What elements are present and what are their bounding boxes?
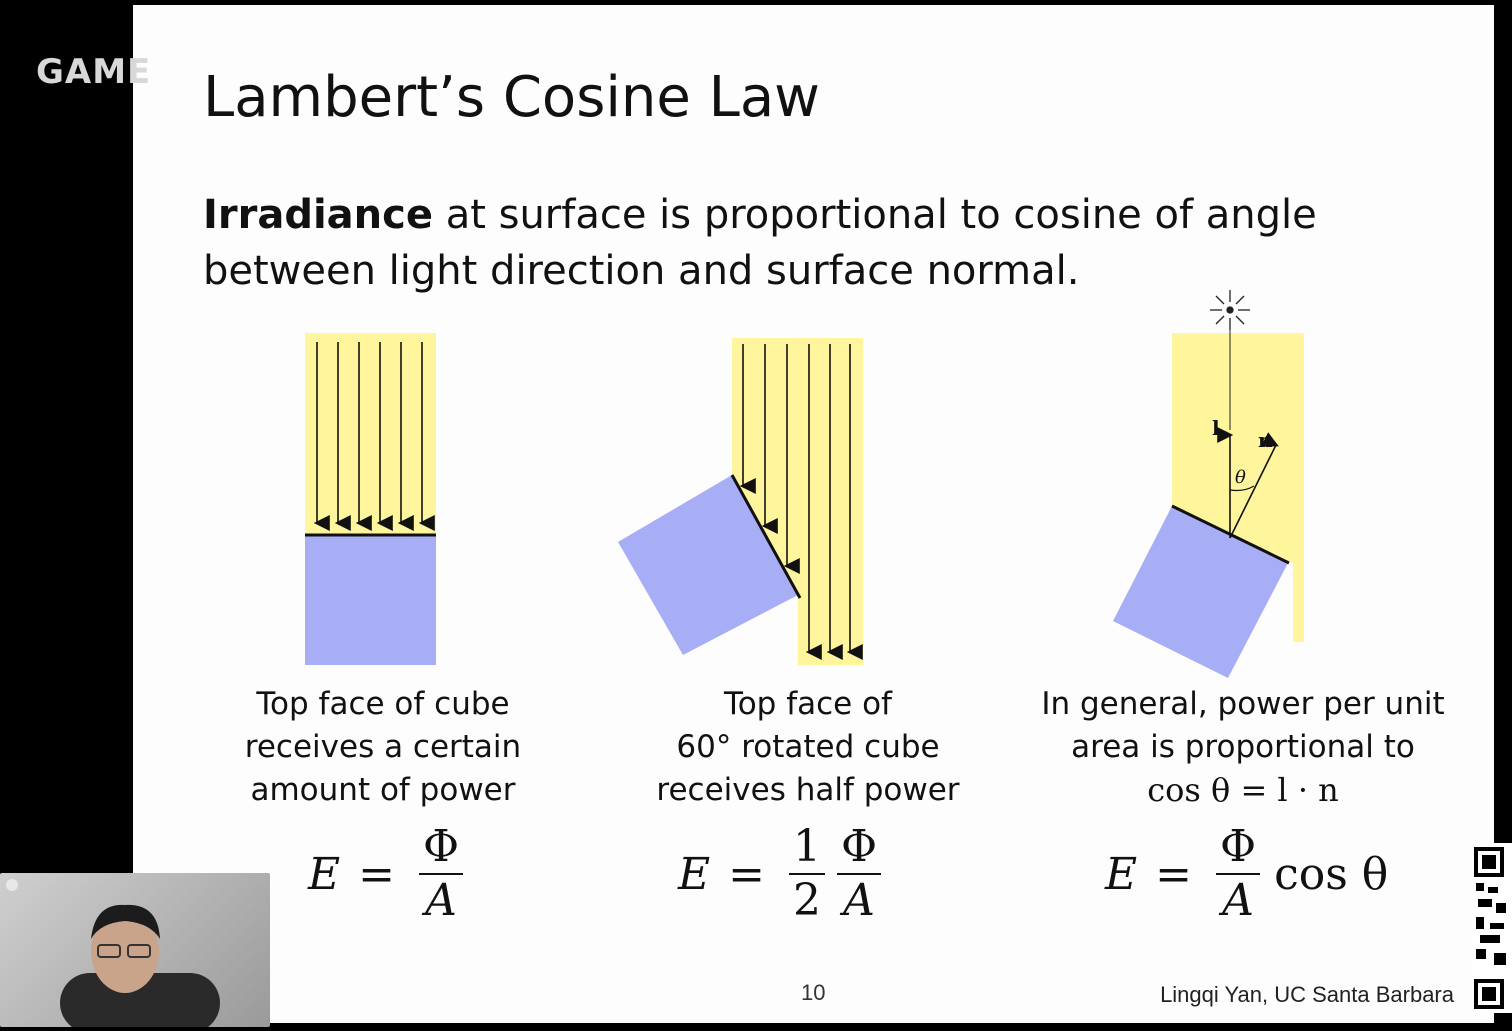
light-source-icon [1210, 290, 1250, 330]
angle-label: θ [1235, 467, 1246, 488]
formula-panel-2: E = 1 2 Φ A [678, 825, 887, 923]
irradiance-term: Irradiance [203, 192, 433, 238]
overlay-label: GAME [36, 52, 152, 92]
slide: Lambert’s Cosine Law Irradiance at surfa… [133, 5, 1494, 1023]
light-beam [305, 333, 436, 535]
cube-face [1113, 506, 1288, 678]
light-vector-label: l [1212, 416, 1220, 440]
presenter-icon [6, 879, 220, 1027]
slide-title: Lambert’s Cosine Law [203, 65, 820, 130]
cube-face [305, 535, 436, 665]
body-line-1: at surface is proportional to cosine of … [432, 192, 1317, 238]
formula-panel-1: E = Φ A [308, 825, 469, 923]
figure-general-case: l n θ [1113, 290, 1304, 678]
caption-panel-1: Top face of cube receives a certain amou… [244, 686, 522, 808]
qr-code-icon [1474, 847, 1506, 1009]
presenter-webcam [0, 873, 270, 1027]
figure-flat-cube [305, 333, 436, 665]
figure-rotated-cube [618, 338, 863, 665]
slide-body-text: Irradiance at surface is proportional to… [203, 187, 1403, 299]
qr-code [1472, 843, 1512, 1013]
page-number: 10 [801, 980, 826, 1005]
cube-face [618, 475, 798, 655]
cosine-equation: cos θ = l · n [1147, 771, 1339, 809]
caption-panel-2: Top face of 60° rotated cube receives ha… [656, 686, 960, 808]
normal-vector-label: n [1258, 428, 1273, 452]
caption-panel-3: In general, power per unit area is propo… [1028, 683, 1458, 812]
light-beam [1172, 333, 1304, 642]
author-credit: Lingqi Yan, UC Santa Barbara [1160, 982, 1454, 1007]
body-line-2: between light direction and surface norm… [203, 248, 1080, 294]
formula-panel-3: E = Φ A cos θ [1105, 821, 1389, 926]
